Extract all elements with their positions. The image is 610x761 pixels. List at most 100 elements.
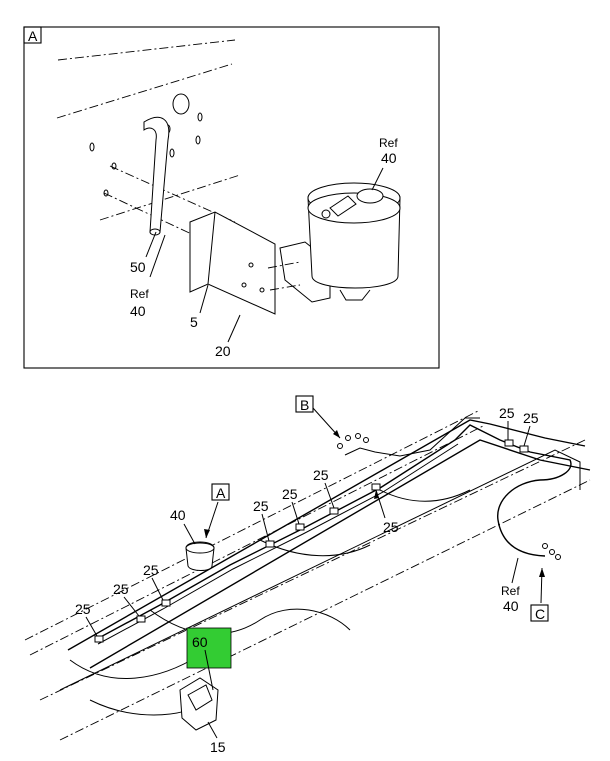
harness-route-edge — [97, 443, 459, 645]
label-50: 50 — [130, 259, 146, 275]
canister-fitting — [329, 195, 357, 217]
bracket-hole — [259, 287, 265, 293]
label-ref40-ref: Ref — [501, 584, 520, 598]
mount-line — [267, 261, 301, 269]
leader-ref40-top — [371, 167, 384, 191]
canister-cap — [356, 188, 384, 204]
label-25: 25 — [313, 467, 329, 483]
label-20: 20 — [215, 343, 231, 359]
leader-25 — [261, 513, 270, 542]
clip-25 — [265, 540, 275, 548]
callout-box-b-label: B — [300, 397, 309, 413]
label-25: 25 — [282, 486, 298, 502]
cross-member — [149, 608, 351, 635]
clip-25 — [94, 635, 104, 643]
leader-25 — [523, 425, 531, 447]
label-25: 25 — [499, 405, 515, 421]
clip-25 — [295, 523, 305, 531]
frame-rail-outline — [29, 424, 486, 656]
connector-pin — [363, 437, 369, 443]
detail-a-box-label: A — [28, 28, 38, 44]
chassis-view: 60 B A C 40 25 25 25 25 25 25 25 25 — [24, 395, 591, 755]
harness-route — [94, 424, 572, 641]
label-25: 25 — [383, 519, 399, 535]
leader-50 — [145, 231, 157, 258]
label-25: 25 — [253, 498, 269, 514]
callout-box-a — [211, 483, 230, 501]
label-25: 25 — [143, 562, 159, 578]
rail-line — [57, 39, 236, 61]
bolt-line — [103, 192, 233, 254]
clip-25 — [136, 615, 146, 623]
canister-port — [321, 209, 331, 219]
leader-25 — [291, 501, 300, 525]
connector-pin — [555, 554, 561, 560]
label-ref40-left-num: 40 — [130, 303, 146, 319]
leader-ref40 — [511, 557, 519, 584]
hose-part-50 — [143, 117, 170, 233]
harness-b-branch — [344, 417, 480, 457]
rail-hole — [169, 148, 175, 158]
canister-band — [307, 192, 401, 224]
right-rail — [59, 449, 581, 691]
leader-40 — [183, 523, 196, 545]
label-25: 25 — [113, 581, 129, 597]
leader-ref40-left — [149, 234, 166, 278]
component-15-detail — [187, 684, 213, 711]
connector-pin — [355, 433, 361, 439]
arrow-b-head — [333, 430, 340, 438]
canister-40-top — [185, 542, 215, 554]
callout-box-c-label: C — [535, 606, 545, 622]
arrow-a-head — [204, 529, 210, 538]
leader-25 — [85, 616, 98, 637]
frame-rail-outline — [39, 439, 586, 701]
bracket-edge — [189, 211, 216, 292]
rail-hole — [197, 112, 203, 122]
bracket-hole — [241, 282, 247, 288]
connector-pin — [345, 435, 351, 441]
rail-hole — [89, 142, 95, 152]
bracket-hole — [248, 262, 254, 268]
label-40: 40 — [170, 507, 186, 523]
leader-25 — [151, 577, 164, 601]
connector-pin — [337, 443, 343, 449]
label-ref40-top-ref: Ref — [379, 136, 398, 150]
arrow-c-head — [539, 568, 545, 577]
bracket-part-5 — [189, 211, 276, 315]
leader-60 — [204, 649, 214, 691]
leader-20 — [227, 314, 241, 343]
callout-box-a-label: A — [216, 485, 226, 501]
leader-5 — [199, 284, 209, 314]
left-rail-top — [67, 419, 586, 651]
leader-25-head — [374, 490, 379, 499]
connector-pin — [549, 549, 555, 555]
label-25: 25 — [523, 410, 539, 426]
detail-a-panel: A — [23, 26, 440, 369]
label-ref40-top-num: 40 — [381, 150, 397, 166]
rail-hole — [111, 162, 117, 170]
frame-rail-outline — [59, 479, 591, 741]
label-ref40-left-ref: Ref — [130, 287, 149, 301]
rail-hole — [172, 93, 190, 115]
left-rail-edge — [89, 439, 591, 669]
rail-line — [99, 174, 241, 221]
canister-outlet — [339, 289, 371, 301]
callout-box-b — [295, 395, 314, 413]
leader-15 — [207, 721, 218, 739]
label-15: 15 — [210, 739, 226, 755]
connector-pin — [542, 543, 548, 549]
label-25: 25 — [75, 601, 91, 617]
frame-rail-outline — [24, 409, 481, 641]
clip-25 — [329, 507, 339, 515]
clip-25 — [504, 439, 514, 447]
detail-a-box — [23, 26, 42, 44]
callout-box-c — [530, 604, 549, 622]
rail-line — [56, 63, 233, 119]
clip-25 — [519, 445, 529, 453]
mount-line — [269, 284, 301, 291]
clip-25 — [161, 599, 171, 607]
cross-member — [379, 489, 471, 502]
label-60: 60 — [192, 634, 208, 650]
label-5: 5 — [190, 314, 198, 330]
